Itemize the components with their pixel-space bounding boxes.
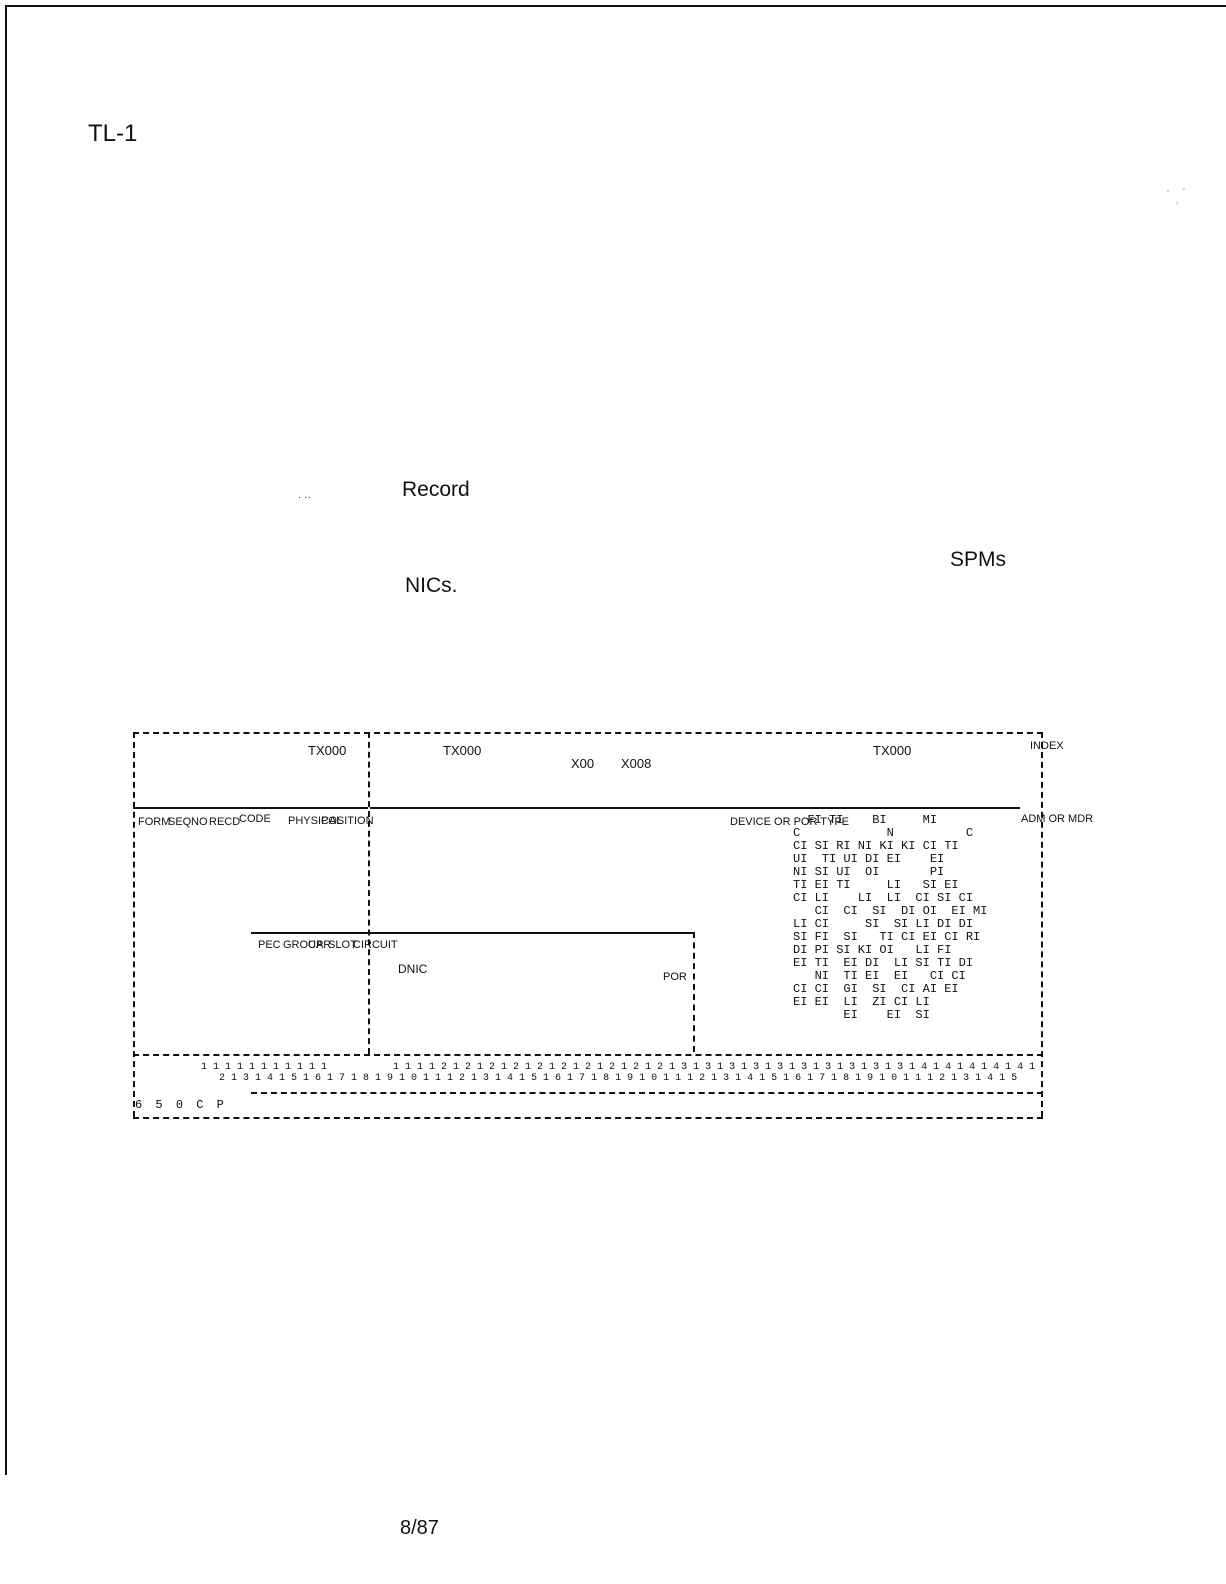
code-cell-4: C [196,1098,204,1112]
field-adm-or-mdr: ADM OR MDR [1021,813,1094,825]
footer-date: 8/87 [400,1517,439,1539]
form-top-edge [133,732,1043,734]
nics-word: NICs. [405,574,458,597]
header-rule-right [370,807,1020,809]
form-divider [368,732,370,1054]
field-position: POSITION [321,815,374,827]
field-no: NO [191,816,208,828]
tick-row-top [133,1054,1043,1056]
label-x008: X008 [621,756,652,771]
record-word: Record [402,478,470,501]
tick-row-mid [251,1092,1043,1094]
form-bottom-edge [133,1117,1043,1119]
field-car: CAR [308,939,332,951]
page-left-border [5,5,7,1475]
column-number-ruler: 1 1 1 1 1 1 1 1 1 1 1 1 1 1 1 2 1 2 1 2 … [201,1062,1036,1084]
field-slot: SLOT [328,939,357,951]
por-divider [693,932,695,1052]
dense-column-headings: FI TI BI MI C N C CI SI RI NI KI KI CI T… [793,813,988,1022]
field-pec: PEC [258,939,281,951]
label-tx-c: TX000 [873,743,912,758]
field-dnic: DNIC [398,962,428,976]
mid-rule [251,932,693,934]
scan-speck [1150,175,1195,215]
field-device-or-por-type: DEVICE OR POR TYPE [730,816,849,828]
header-rule-left [133,807,368,809]
field-code: CODE [239,813,271,825]
field-form: FORM [138,816,171,828]
code-cell-2: 5 [155,1098,163,1112]
form-left-edge [133,732,135,1117]
scan-dots: · ·· [298,492,311,503]
field-seq: SEQ [168,816,192,828]
label-tx-b: TX000 [443,743,482,758]
code-row: 6 5 0 C P [135,1098,224,1112]
label-index: INDEX [1030,740,1064,752]
field-por: POR [663,971,687,983]
code-cell-1: 6 [135,1098,143,1112]
record-form-layout: TX000 TX000 X00 X008 TX000 INDEX FORM SE… [133,732,1094,1144]
code-cell-3: 0 [175,1098,184,1112]
header-code: TL-1 [88,120,138,147]
page-top-border [5,5,1226,7]
label-tx-a: TX000 [308,743,347,758]
field-recd: RECD [209,816,241,828]
field-group: GROUP [283,939,324,951]
label-x00: X00 [571,756,595,771]
code-cell-5: P [216,1098,224,1112]
field-circuit: CIRCUIT [353,939,398,951]
spms-word: SPMs [950,548,1007,571]
form-right-edge [1041,732,1043,1117]
field-physical: PHYSICAL [288,815,343,827]
